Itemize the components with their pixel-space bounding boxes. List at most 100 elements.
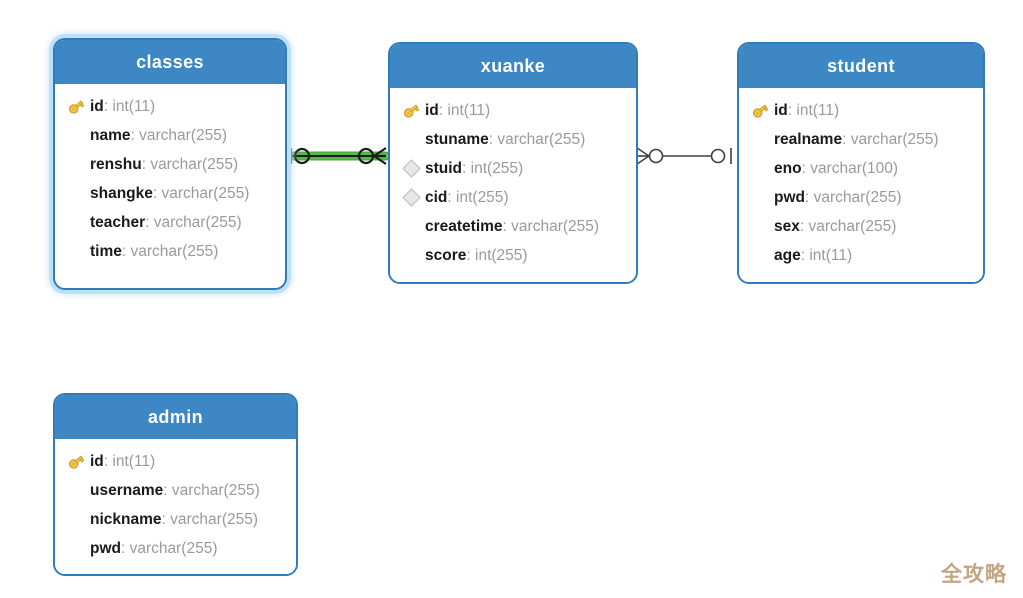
entity-field-row[interactable]: id: int(11) bbox=[390, 96, 636, 125]
entity-field-name: stuname bbox=[425, 130, 489, 148]
entity-field-row[interactable]: nickname: varchar(255) bbox=[55, 505, 296, 534]
foreign-key-icon bbox=[400, 187, 422, 209]
field-icon-placeholder bbox=[65, 125, 87, 147]
entity-field-row[interactable]: stuname: varchar(255) bbox=[390, 125, 636, 154]
entity-field-text: name: varchar(255) bbox=[90, 127, 227, 145]
primary-key-icon bbox=[65, 451, 87, 473]
entity-field-row[interactable]: id: int(11) bbox=[55, 92, 285, 121]
entity-field-name: eno bbox=[774, 159, 802, 177]
entity-field-name: shangke bbox=[90, 184, 153, 202]
entity-field-text: cid: int(255) bbox=[425, 189, 509, 207]
entity-field-name: id bbox=[774, 101, 788, 119]
entity-field-text: realname: varchar(255) bbox=[774, 131, 939, 149]
entity-field-name: teacher bbox=[90, 213, 146, 231]
entity-field-row[interactable]: id: int(11) bbox=[55, 447, 296, 476]
entity-field-row[interactable]: renshu: varchar(255) bbox=[55, 150, 285, 179]
entity-field-type: : varchar(255) bbox=[161, 510, 259, 528]
entity-field-row[interactable]: username: varchar(255) bbox=[55, 476, 296, 505]
entity-field-type: : varchar(255) bbox=[121, 242, 219, 260]
entity-field-list: id: int(11)username: varchar(255)nicknam… bbox=[55, 439, 296, 574]
entity-table-title: student bbox=[739, 44, 983, 88]
entity-field-type-value: int(11) bbox=[796, 101, 840, 119]
field-icon-placeholder bbox=[400, 216, 422, 238]
entity-field-row[interactable]: createtime: varchar(255) bbox=[390, 212, 636, 241]
primary-key-icon bbox=[753, 103, 769, 118]
entity-field-text: username: varchar(255) bbox=[90, 482, 260, 500]
entity-field-row[interactable]: cid: int(255) bbox=[390, 183, 636, 212]
relationship-xuanke-student[interactable] bbox=[636, 142, 739, 170]
entity-field-text: id: int(11) bbox=[90, 453, 155, 471]
field-icon-placeholder bbox=[749, 245, 771, 267]
entity-field-type: : int(11) bbox=[787, 101, 840, 119]
entity-field-type: : varchar(255) bbox=[842, 130, 939, 148]
entity-field-type-value: varchar(255) bbox=[129, 539, 218, 557]
entity-field-type-value: varchar(255) bbox=[139, 126, 227, 144]
entity-field-name: score bbox=[425, 246, 467, 264]
entity-field-type: : int(255) bbox=[462, 159, 524, 177]
entity-field-type-value: varchar(255) bbox=[130, 242, 219, 260]
entity-field-type-value: int(255) bbox=[475, 246, 528, 264]
entity-field-text: age: int(11) bbox=[774, 247, 852, 265]
entity-field-row[interactable]: teacher: varchar(255) bbox=[55, 208, 285, 237]
entity-field-name: realname bbox=[774, 130, 843, 148]
entity-field-text: id: int(11) bbox=[774, 102, 839, 120]
entity-field-row[interactable]: time: varchar(255) bbox=[55, 237, 285, 266]
primary-key-icon bbox=[69, 99, 85, 114]
entity-field-type: : varchar(255) bbox=[130, 126, 228, 144]
primary-key-icon bbox=[69, 454, 85, 469]
entity-field-text: nickname: varchar(255) bbox=[90, 511, 258, 529]
entity-field-type: : varchar(255) bbox=[145, 213, 242, 231]
entity-field-type-value: varchar(100) bbox=[810, 159, 899, 177]
entity-field-row[interactable]: score: int(255) bbox=[390, 241, 636, 270]
entity-field-type: : int(11) bbox=[438, 101, 491, 119]
entity-field-row[interactable]: sex: varchar(255) bbox=[739, 212, 983, 241]
entity-field-row[interactable]: name: varchar(255) bbox=[55, 121, 285, 150]
entity-field-text: id: int(11) bbox=[425, 102, 490, 120]
entity-field-name: name bbox=[90, 126, 131, 144]
field-icon-placeholder bbox=[400, 129, 422, 151]
entity-field-name: username bbox=[90, 481, 164, 499]
entity-field-name: age bbox=[774, 246, 801, 264]
entity-field-row[interactable]: stuid: int(255) bbox=[390, 154, 636, 183]
primary-key-icon bbox=[400, 100, 422, 122]
field-icon-placeholder bbox=[749, 216, 771, 238]
entity-field-row[interactable]: realname: varchar(255) bbox=[739, 125, 983, 154]
entity-field-type: : varchar(255) bbox=[488, 130, 586, 148]
entity-field-type-value: varchar(255) bbox=[850, 130, 939, 148]
entity-field-name: renshu bbox=[90, 155, 142, 173]
entity-field-type: : varchar(255) bbox=[799, 217, 897, 235]
entity-table-title: admin bbox=[55, 395, 296, 439]
field-icon-placeholder bbox=[65, 480, 87, 502]
entity-field-row[interactable]: eno: varchar(100) bbox=[739, 154, 983, 183]
entity-field-text: createtime: varchar(255) bbox=[425, 218, 599, 236]
entity-table-title: xuanke bbox=[390, 44, 636, 88]
entity-field-row[interactable]: pwd: varchar(255) bbox=[55, 534, 296, 563]
entity-field-row[interactable]: id: int(11) bbox=[739, 96, 983, 125]
entity-field-row[interactable]: shangke: varchar(255) bbox=[55, 179, 285, 208]
cardinality-one-marker bbox=[710, 148, 732, 164]
field-icon-placeholder bbox=[65, 212, 87, 234]
entity-field-text: pwd: varchar(255) bbox=[774, 189, 902, 207]
primary-key-icon bbox=[65, 96, 87, 118]
entity-field-name: time bbox=[90, 242, 122, 260]
entity-field-type-value: varchar(255) bbox=[813, 188, 902, 206]
entity-field-type: : varchar(255) bbox=[121, 539, 218, 557]
primary-key-icon bbox=[404, 103, 420, 118]
entity-field-name: pwd bbox=[774, 188, 805, 206]
field-icon-placeholder bbox=[65, 154, 87, 176]
entity-field-type-value: varchar(255) bbox=[808, 217, 897, 235]
entity-field-name: sex bbox=[774, 217, 800, 235]
entity-field-text: score: int(255) bbox=[425, 247, 528, 265]
relationship-classes-xuanke[interactable] bbox=[286, 140, 390, 172]
entity-field-type: : varchar(255) bbox=[163, 481, 260, 499]
entity-field-row[interactable]: pwd: varchar(255) bbox=[739, 183, 983, 212]
entity-field-row[interactable]: age: int(11) bbox=[739, 241, 983, 270]
entity-field-type: : int(11) bbox=[800, 246, 853, 264]
entity-field-list: id: int(11)realname: varchar(255)eno: va… bbox=[739, 88, 983, 282]
entity-field-type: : varchar(255) bbox=[502, 217, 600, 235]
